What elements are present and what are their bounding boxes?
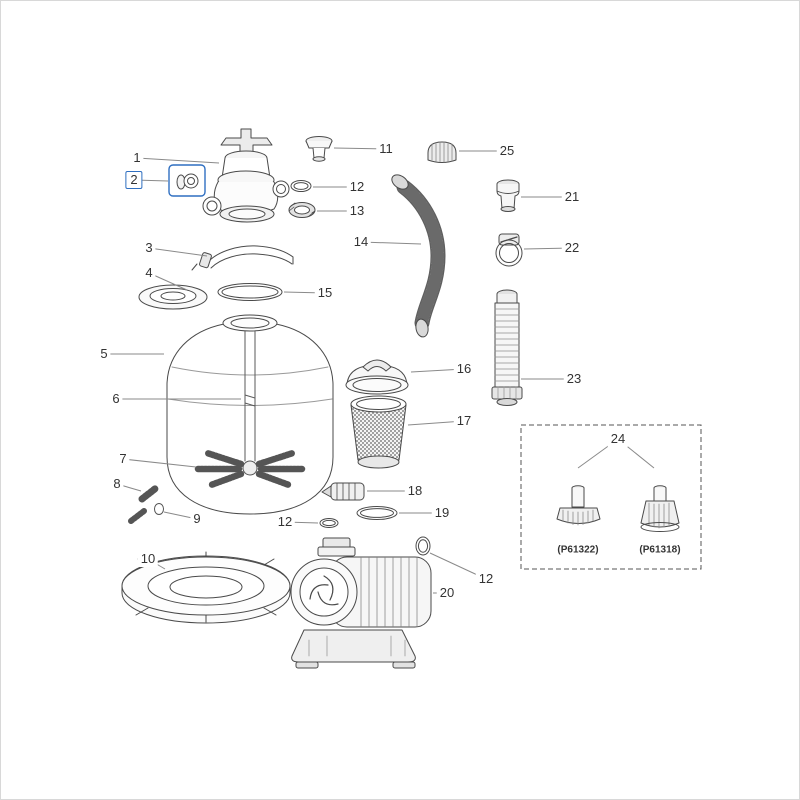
part-center-pipe [244,330,256,462]
callout-24[interactable]: 24 [607,431,629,447]
callout-25[interactable]: 25 [496,143,518,159]
part-gasket [288,202,316,218]
part-oring-small-a [290,180,312,192]
part-pump [290,537,432,669]
leader-line [122,458,197,468]
part-top-fitting [305,136,333,162]
callout-23[interactable]: 23 [563,371,585,387]
part-drain-plug [128,503,164,524]
leader-line [136,157,220,164]
callout-13[interactable]: 13 [346,203,368,219]
part-hose-adapter-b [496,179,520,212]
part-tank-collar [138,284,208,310]
callout-7[interactable]: 7 [116,451,130,467]
callout-15[interactable]: 15 [314,285,336,301]
callout-16[interactable]: 16 [453,361,475,377]
part-skimmer-lid [345,359,409,395]
part-strainer-P61318 [640,485,680,532]
callout-22[interactable]: 22 [561,240,583,256]
part-hose-clamp [495,233,523,267]
part-multiport-valve [202,128,290,223]
part-base [121,551,291,624]
part-hose-adapter [321,482,365,501]
callout-17[interactable]: 17 [453,413,475,429]
callout-1[interactable]: 1 [130,150,144,166]
callout-20[interactable]: 20 [436,585,458,601]
part-oring-small-b [319,518,339,528]
part-oring-large [356,506,398,520]
callout-4[interactable]: 4 [142,265,156,281]
callout-14[interactable]: 14 [350,234,372,250]
part-laterals [194,449,306,489]
callout-6[interactable]: 6 [109,391,123,407]
callout-2[interactable]: 2 [125,171,143,189]
inset-box [520,424,702,570]
callout-12[interactable]: 12 [346,179,368,195]
callout-10[interactable]: 10 [137,551,159,567]
callout-9[interactable]: 9 [190,511,204,527]
part-flange-clamp [191,245,294,271]
part-valve-gasket [176,173,199,190]
part-drain-fitting [138,484,160,503]
callout-8[interactable]: 8 [110,476,124,492]
part-strainer-P61322 [556,485,601,526]
part-tank-oring [217,283,283,301]
callout-21[interactable]: 21 [561,189,583,205]
part-strainer-basket [350,395,407,469]
leader-line [148,247,208,257]
callout-5[interactable]: 5 [97,346,111,362]
callout-3[interactable]: 3 [142,240,156,256]
callout-18[interactable]: 18 [404,483,426,499]
callout-11[interactable]: 11 [376,141,396,157]
part-connection-hose [491,289,523,406]
part-vent-cap [427,141,457,163]
callout-19[interactable]: 19 [431,505,453,521]
callout-12[interactable]: 12 [274,514,296,530]
selection-highlight-box [168,164,206,197]
part-oring-small-c [415,536,431,556]
part-corrugated-hose [391,174,446,338]
callout-12[interactable]: 12 [475,571,497,587]
